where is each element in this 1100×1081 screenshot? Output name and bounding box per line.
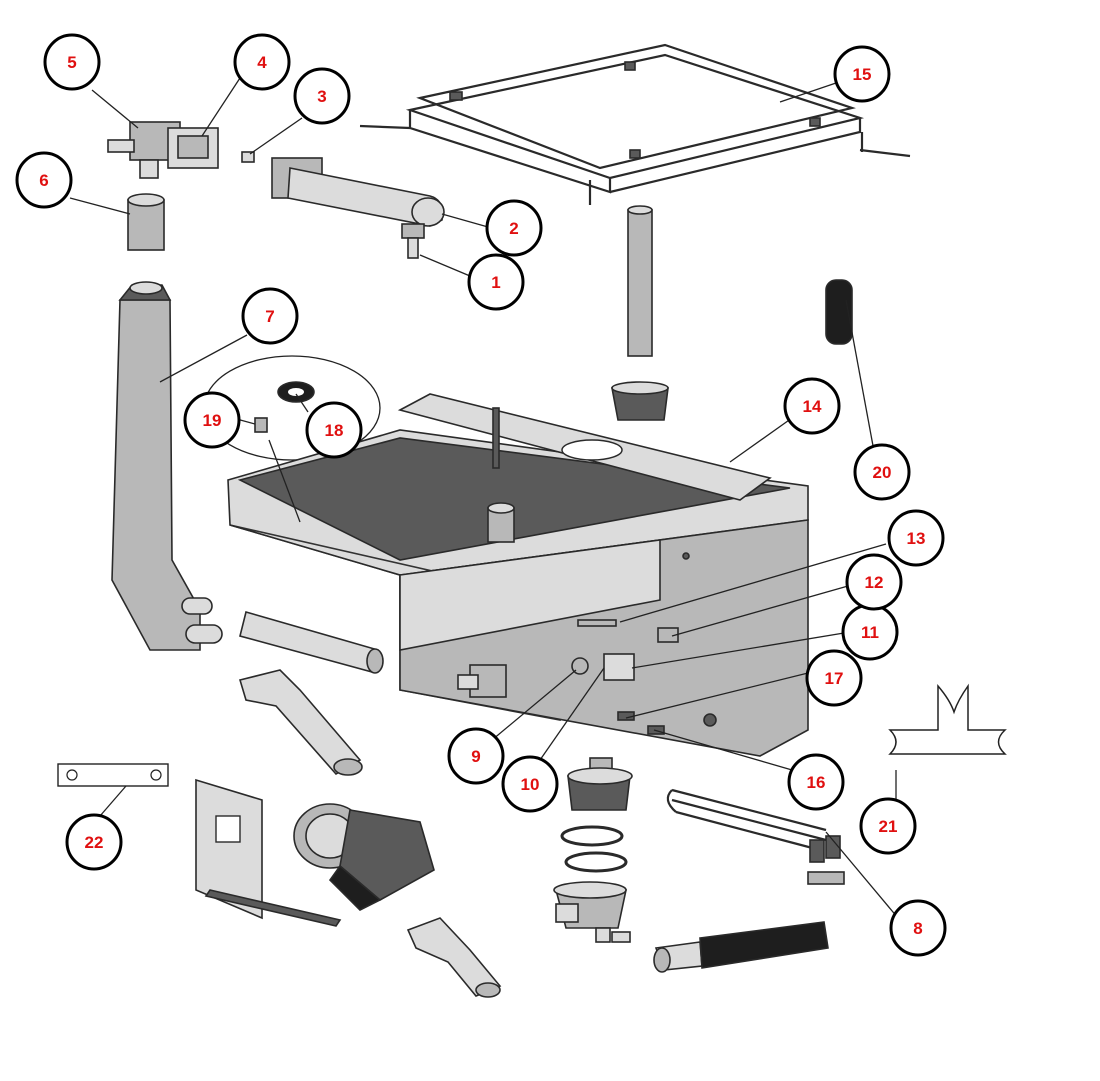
svg-text:3: 3 <box>317 87 326 106</box>
svg-text:5: 5 <box>67 53 76 72</box>
callout-4: 4 <box>233 33 291 91</box>
part-7-duct <box>111 281 223 651</box>
svg-text:12: 12 <box>865 573 884 592</box>
svg-text:2: 2 <box>509 219 518 238</box>
callout-2: 2 <box>485 199 543 257</box>
svg-text:10: 10 <box>521 775 540 794</box>
callout-20: 20 <box>853 443 911 501</box>
standpipe <box>611 205 669 421</box>
part-8-heater <box>666 788 845 885</box>
callout-17: 17 <box>805 649 863 707</box>
svg-text:22: 22 <box>85 833 104 852</box>
lower-pipe <box>239 611 384 674</box>
part-2-1-arm-pipe <box>271 157 445 259</box>
svg-text:21: 21 <box>879 817 898 836</box>
pump-motor <box>293 803 435 911</box>
callout-18: 18 <box>305 401 363 459</box>
drain-hose <box>653 921 829 973</box>
svg-text:8: 8 <box>913 919 922 938</box>
main-tank <box>227 393 809 757</box>
callout-21: 21 <box>859 797 917 855</box>
part-6-sleeve <box>127 193 165 251</box>
callout-12: 12 <box>845 553 903 611</box>
callout-22: 22 <box>65 813 123 871</box>
part-21-t-bracket <box>888 683 1007 755</box>
callout-3: 3 <box>293 67 351 125</box>
part-22-strap <box>57 763 169 787</box>
filter-basket <box>553 757 633 943</box>
callout-5: 5 <box>43 33 101 91</box>
callout-16: 16 <box>787 753 845 811</box>
part-20-black-sleeve <box>825 279 853 345</box>
callout-19: 19 <box>183 391 241 449</box>
callout-13: 13 <box>887 509 945 567</box>
callout-8: 8 <box>889 899 947 957</box>
part-15-rack-frame <box>359 43 911 205</box>
svg-text:16: 16 <box>807 773 826 792</box>
callout-11: 11 <box>841 603 899 661</box>
callout-7: 7 <box>241 287 299 345</box>
part-3-fitting <box>241 151 255 163</box>
svg-text:9: 9 <box>471 747 480 766</box>
svg-text:13: 13 <box>907 529 926 548</box>
svg-text:1: 1 <box>491 273 500 292</box>
bracket-plate <box>195 778 342 927</box>
callout-9: 9 <box>447 727 505 785</box>
svg-text:6: 6 <box>39 171 48 190</box>
svg-text:18: 18 <box>325 421 344 440</box>
svg-text:7: 7 <box>265 307 274 326</box>
svg-text:4: 4 <box>257 53 267 72</box>
elbow-pipe <box>238 669 363 776</box>
svg-text:17: 17 <box>825 669 844 688</box>
leader-lines <box>69 77 899 919</box>
small-elbow <box>406 917 502 998</box>
callout-1: 1 <box>467 253 525 311</box>
svg-text:20: 20 <box>873 463 892 482</box>
callout-10: 10 <box>501 755 559 813</box>
svg-text:15: 15 <box>853 65 872 84</box>
callout-6: 6 <box>15 151 73 209</box>
part-5-4-valve-assembly <box>107 121 219 179</box>
svg-text:11: 11 <box>861 623 879 642</box>
svg-text:19: 19 <box>203 411 222 430</box>
callout-14: 14 <box>783 377 841 435</box>
svg-text:14: 14 <box>803 397 822 416</box>
callout-15: 15 <box>833 45 891 103</box>
